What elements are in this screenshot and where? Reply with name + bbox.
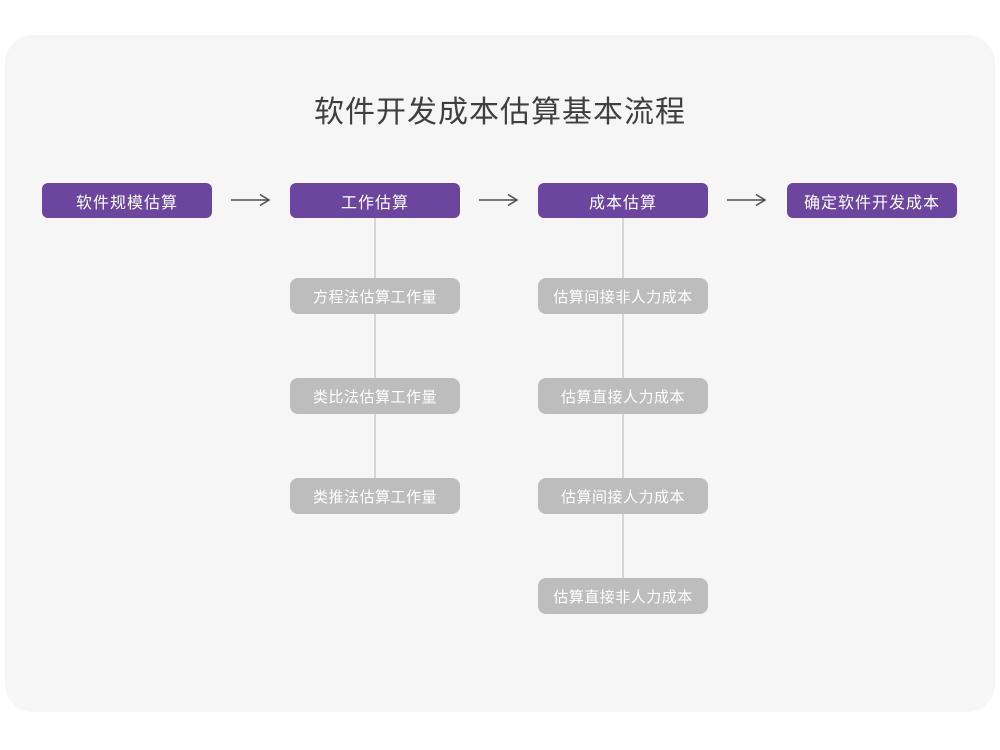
sub-node-label: 估算直接非人力成本	[553, 588, 693, 606]
sub-node-label: 估算间接非人力成本	[553, 288, 693, 306]
sub-node-direct-labor-cost: 估算直接人力成本	[538, 378, 708, 414]
flow-node-determine-development-cost: 确定软件开发成本	[787, 183, 957, 218]
diagram-title: 软件开发成本估算基本流程	[314, 96, 686, 129]
flow-node-label: 成本估算	[588, 194, 657, 212]
sub-node-label: 估算直接人力成本	[560, 388, 685, 406]
sub-node-analogy-method: 类比法估算工作量	[290, 378, 460, 414]
sub-node-label: 方程法估算工作量	[312, 288, 437, 306]
sub-node-label: 类比法估算工作量	[312, 388, 437, 406]
flow-node-cost-estimation: 成本估算	[538, 183, 708, 218]
flow-node-software-scale-estimation: 软件规模估算	[42, 183, 212, 218]
sub-node-extrapolation-method: 类推法估算工作量	[290, 478, 460, 514]
sub-node-equation-method: 方程法估算工作量	[290, 278, 460, 314]
right-arrow-icon	[231, 193, 271, 207]
sub-node-direct-non-labor-cost: 估算直接非人力成本	[538, 578, 708, 614]
flow-node-label: 工作估算	[340, 194, 409, 212]
sub-node-indirect-labor-cost: 估算间接人力成本	[538, 478, 708, 514]
diagram-card	[5, 35, 995, 712]
sub-node-indirect-non-labor-cost: 估算间接非人力成本	[538, 278, 708, 314]
sub-node-label: 估算间接人力成本	[560, 488, 685, 506]
flow-node-work-estimation: 工作估算	[290, 183, 460, 218]
flow-node-label: 软件规模估算	[75, 194, 178, 212]
connector-line-work-estimation	[374, 218, 376, 496]
right-arrow-icon	[727, 193, 767, 207]
right-arrow-icon	[479, 193, 519, 207]
sub-node-label: 类推法估算工作量	[312, 488, 437, 506]
flow-node-label: 确定软件开发成本	[803, 194, 940, 212]
